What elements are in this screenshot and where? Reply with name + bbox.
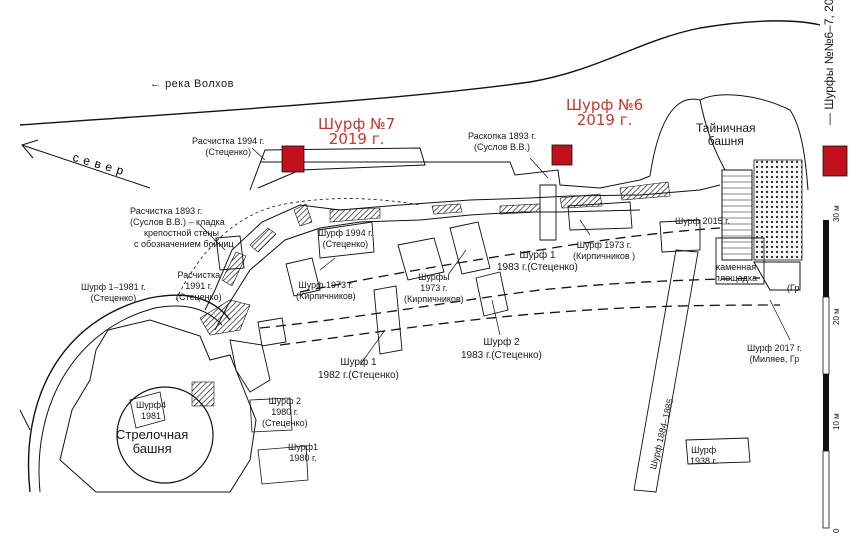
label-line: 1982 г.(Стеценко)	[318, 370, 399, 381]
dashed-lines	[259, 227, 781, 346]
label-shurfy-1973: Шурфы 1973 г. (Кирпичников)	[404, 272, 464, 305]
river-label: ← река Волхов	[150, 78, 234, 90]
label-raschistka-1991: Расчистка 1991 г. (Стеценко)	[176, 270, 222, 303]
label-gr: (Гр	[787, 283, 799, 294]
label-line: Шурф 1973 г.	[576, 240, 632, 250]
label-line: (Стеценко)	[262, 418, 308, 428]
label-line: Расчистка 1893 г.	[130, 206, 203, 216]
scale-tick-10: 10 м	[832, 413, 841, 430]
label-shurf4-1981: Шурф4 1981	[136, 400, 166, 422]
label-line: 1980 г.	[271, 407, 299, 417]
label-line: 1991 г.	[185, 281, 213, 291]
label-shurf-1994: Шурф 1994 г. (Стеценко)	[318, 228, 373, 250]
label-shurf-1973a: Шурф 1973 г. (Кирпичников)	[296, 280, 356, 302]
label-line: (Кирпичников)	[404, 294, 464, 304]
label-line: каменная	[715, 262, 757, 272]
label-line: (Миляев, Гр	[749, 354, 800, 364]
pit-7-2019-marker	[281, 145, 305, 173]
label-shurf1-1981: Шурф 1–1981 г. (Стеценко)	[81, 282, 146, 304]
label-raskopka-1893: Раскопка 1893 г. (Суслов В.В.)	[468, 131, 536, 153]
tower-name-line1: Стрелочная	[116, 427, 189, 442]
strelochnaya-tower	[19, 294, 309, 493]
label-line: Шурф4	[136, 400, 167, 410]
label-line: (Стеценко)	[176, 292, 222, 302]
label-shurf2-1980: Шурф 2 1980 г. (Стеценко)	[262, 396, 308, 429]
label-shurf1-1983: Шурф 1 1983 г.(Стеценко)	[497, 250, 578, 274]
fortress-wall	[249, 94, 809, 191]
label-line: (Кирпичников)	[296, 291, 356, 301]
label-line: Шурфы	[418, 272, 450, 282]
label-line: (Гр	[787, 283, 800, 293]
label-line: (Суслов В.В.) – кладка	[130, 217, 225, 227]
label-raschistka-1893: Расчистка 1893 г. (Суслов В.В.) – кладка…	[130, 206, 234, 250]
label-line: (Суслов В.В.)	[473, 142, 531, 152]
label-line: (Стеценко)	[205, 147, 251, 157]
label-line: Шурф 1–1981 г.	[81, 282, 146, 292]
label-shurf1-1982: Шурф 1 1982 г.(Стеценко)	[318, 356, 399, 382]
pit-6-year: 2019 г.	[576, 111, 633, 129]
label-kamennaya: каменная площадка	[715, 262, 757, 284]
pit-6-name: Шурф №6	[566, 96, 644, 114]
north-arrow	[21, 139, 151, 189]
pit-6-label: Шурф №6 2019 г.	[566, 98, 643, 128]
label-line: Шурф 1994 г.	[318, 228, 373, 238]
tower-name-line2: башня	[707, 134, 744, 148]
label-line: (Кирпичников )	[573, 251, 636, 261]
label-line: (Стеценко)	[322, 239, 369, 249]
river-name: река Волхов	[165, 78, 234, 90]
label-line: 1980 г.	[289, 453, 317, 463]
pit-6-2019-marker	[551, 144, 573, 166]
label-line: Расчистка	[177, 270, 221, 280]
label-shurf-1938: Шурф 1938 г.	[690, 445, 717, 467]
label-shurf-2017: Шурф 2017 г. (Миляев, Гр	[747, 343, 802, 365]
label-line: площадка	[715, 273, 758, 283]
label-line: 1983 г.(Стеценко)	[497, 262, 578, 273]
label-shurf2-1983: Шурф 2 1983 г.(Стеценко)	[461, 336, 542, 362]
label-line: 1981	[141, 411, 162, 421]
label-line: Шурф 2	[483, 337, 520, 348]
label-line: (Стеценко)	[90, 293, 137, 303]
projected-wall-line	[175, 198, 421, 301]
legend-swatch	[822, 145, 848, 177]
label-line: 1938 г.	[690, 456, 718, 466]
strelochnaya-tower-label: Стрелочная башня	[116, 428, 188, 456]
label-line: Шурф 2015 г.	[675, 216, 730, 226]
tainichnaya-tower-label: Тайничная башня	[696, 122, 756, 148]
label-line: Шурф 2017 г.	[747, 343, 802, 353]
scale-tick-0: 0	[832, 528, 841, 533]
pit-7-name: Шурф №7	[318, 115, 396, 133]
label-line: Шурф 1	[340, 357, 377, 368]
scale-bar	[822, 220, 830, 529]
pit-7-year: 2019 г.	[328, 130, 385, 148]
tainichnaya-tower	[721, 159, 803, 291]
excavation-pits	[215, 184, 765, 493]
label-line: 1983 г.(Стеценко)	[461, 350, 542, 361]
river-bank-line	[19, 20, 821, 126]
tower-name-line2: башня	[132, 441, 172, 456]
tower-name-line1: Тайничная	[696, 121, 756, 135]
river-arrow-icon: ←	[150, 78, 162, 90]
label-line: Шурф 1	[519, 250, 556, 261]
label-line: Раскопка 1893 г.	[468, 131, 536, 141]
label-line: 1973 г.	[420, 283, 448, 293]
leader-lines	[199, 147, 791, 366]
label-line: с обозначением бойниц	[134, 239, 234, 249]
label-shurf-1973b: Шурф 1973 г. (Кирпичников )	[573, 240, 635, 262]
label-line: Шурф 1973 г.	[298, 280, 354, 290]
scale-tick-20: 20 м	[832, 308, 841, 325]
label-line: Шурф 2	[268, 396, 302, 406]
inner-wall	[204, 184, 721, 331]
label-shurf1-1980: Шурф1 1980 г.	[288, 442, 318, 464]
label-line: Шурф	[691, 445, 717, 455]
pit-7-label: Шурф №7 2019 г.	[318, 117, 395, 147]
label-line: Расчистка 1994 г.	[192, 136, 265, 146]
legend-title: — Шурфы №№6–7, 2019 г.	[822, 0, 836, 125]
label-raschistka-1994: Расчистка 1994 г. (Стеценко)	[192, 136, 264, 158]
label-line: Шурф1	[288, 442, 319, 452]
label-line: крепостной стены	[144, 228, 219, 238]
masonry-hatch	[199, 181, 671, 336]
scale-tick-30: 30 м	[832, 205, 841, 222]
label-shurf-2015: Шурф 2015 г.	[675, 216, 730, 227]
